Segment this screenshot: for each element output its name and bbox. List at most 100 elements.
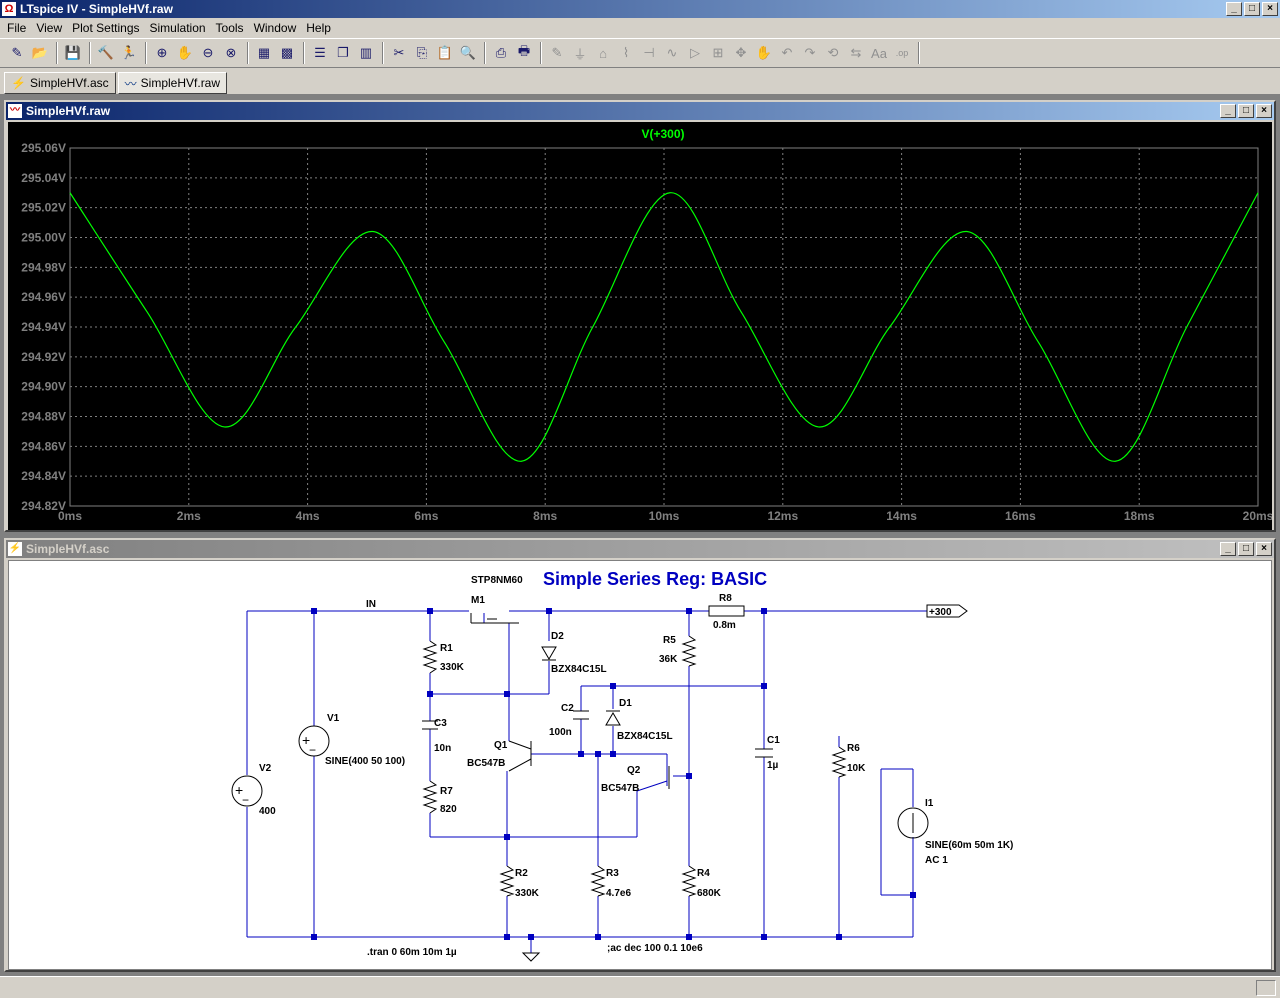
tab-schematic[interactable]: ⚡ SimpleHVf.asc bbox=[4, 72, 116, 94]
y-tick-label: 295.06V bbox=[21, 141, 66, 155]
pan-icon[interactable]: ✋ bbox=[176, 45, 194, 60]
mirror-icon[interactable]: ⇆ bbox=[850, 45, 862, 60]
minimize-button[interactable]: _ bbox=[1220, 542, 1236, 556]
undo-icon[interactable]: ↶ bbox=[781, 45, 793, 60]
c1-value: 1µ bbox=[767, 760, 779, 771]
d2-model: BZX84C15L bbox=[551, 664, 607, 675]
wire-icon[interactable]: ✎ bbox=[551, 45, 563, 60]
x-tick-label: 14ms bbox=[886, 509, 917, 523]
svg-text:−: − bbox=[309, 743, 316, 757]
copy-icon[interactable]: ⎘ bbox=[416, 45, 428, 60]
spice-directive-icon[interactable]: .op bbox=[895, 48, 909, 58]
cascade-icon[interactable]: ❐ bbox=[337, 45, 349, 60]
tile-horizontal-icon[interactable]: ☰ bbox=[314, 45, 326, 60]
close-button[interactable]: × bbox=[1256, 542, 1272, 556]
schematic-window-titlebar[interactable]: ⚡ SimpleHVf.asc _ □ × bbox=[6, 540, 1274, 558]
d1-model: BZX84C15L bbox=[617, 731, 673, 742]
inductor-icon[interactable]: ∿ bbox=[666, 45, 678, 60]
m1-model: STP8NM60 bbox=[471, 575, 523, 586]
d1-name: D1 bbox=[619, 698, 632, 709]
redo-icon[interactable]: ↷ bbox=[804, 45, 816, 60]
cut-icon[interactable]: ✂ bbox=[393, 45, 405, 60]
find-icon[interactable]: 🔍 bbox=[459, 45, 477, 60]
v1-value: SINE(400 50 100) bbox=[325, 756, 405, 767]
components bbox=[231, 604, 968, 962]
minimize-button[interactable]: _ bbox=[1226, 2, 1242, 16]
r7-name: R7 bbox=[440, 786, 453, 797]
drag-icon[interactable]: ✋ bbox=[755, 45, 773, 60]
menu-plot-settings[interactable]: Plot Settings bbox=[72, 21, 140, 35]
ground-icon[interactable]: ⏚ bbox=[573, 46, 587, 62]
r3-value: 4.7e6 bbox=[606, 888, 631, 899]
x-tick-label: 18ms bbox=[1124, 509, 1155, 523]
r1-name: R1 bbox=[440, 643, 453, 654]
paste-icon[interactable]: 📋 bbox=[436, 45, 454, 60]
resistor-icon[interactable]: ⌇ bbox=[622, 45, 630, 60]
autorange-icon[interactable]: ▦ bbox=[257, 45, 271, 60]
diode-icon[interactable]: ▷ bbox=[690, 45, 700, 60]
save-icon[interactable]: 💾 bbox=[64, 45, 82, 60]
y-tick-label: 294.90V bbox=[21, 380, 66, 394]
menu-file[interactable]: File bbox=[7, 21, 27, 35]
maximize-button[interactable]: □ bbox=[1244, 2, 1260, 16]
run-icon[interactable]: 🏃 bbox=[120, 45, 138, 60]
print-icon[interactable]: 🖶 bbox=[517, 43, 531, 58]
c2-value: 100n bbox=[549, 727, 572, 738]
print-preview-icon[interactable]: ⎙ bbox=[495, 45, 507, 60]
schematic-drawing[interactable]: + + − − Simple Ser bbox=[9, 561, 1271, 969]
capacitor-icon[interactable]: ⊣ bbox=[643, 45, 655, 60]
x-tick-label: 20ms bbox=[1243, 509, 1272, 523]
c3-name: C3 bbox=[434, 718, 447, 729]
close-button[interactable]: × bbox=[1262, 2, 1278, 16]
tab-waveform[interactable]: 〰 SimpleHVf.raw bbox=[117, 72, 228, 94]
text-icon[interactable]: Aa bbox=[871, 45, 887, 61]
c3-value: 10n bbox=[434, 743, 451, 754]
rotate-icon[interactable]: ⟲ bbox=[827, 45, 839, 60]
menu-tools[interactable]: Tools bbox=[215, 21, 244, 35]
i1-value: SINE(60m 50m 1K) bbox=[925, 840, 1013, 851]
control-panel-icon[interactable]: 🔨 bbox=[97, 45, 115, 60]
series-line-v300[interactable] bbox=[69, 192, 1259, 462]
menu-help[interactable]: Help bbox=[306, 21, 331, 35]
y-tick-label: 295.04V bbox=[21, 171, 66, 185]
y-tick-label: 294.82V bbox=[21, 499, 66, 513]
v1-name: V1 bbox=[327, 713, 340, 724]
restore-button[interactable]: □ bbox=[1238, 104, 1254, 118]
tab-label: SimpleHVf.asc bbox=[29, 76, 109, 90]
menu-simulation[interactable]: Simulation bbox=[149, 21, 206, 35]
tile-vertical-icon[interactable]: ▥ bbox=[359, 45, 373, 60]
move-icon[interactable]: ✥ bbox=[735, 45, 747, 60]
wires bbox=[246, 610, 927, 953]
restore-button[interactable]: □ bbox=[1238, 542, 1254, 556]
minimize-button[interactable]: _ bbox=[1220, 104, 1236, 118]
x-tick-label: 0ms bbox=[58, 509, 82, 523]
r2-value: 330K bbox=[515, 888, 540, 899]
status-bar bbox=[0, 976, 1280, 998]
plot-frame bbox=[69, 147, 1259, 507]
y-tick-label: 294.84V bbox=[21, 469, 66, 483]
app-title: LTspice IV - SimpleHVf.raw bbox=[20, 2, 173, 16]
label-icon[interactable]: ⌂ bbox=[599, 45, 607, 61]
tran-directive: .tran 0 60m 10m 1µ bbox=[367, 947, 457, 958]
document-tabs: ⚡ SimpleHVf.asc 〰 SimpleHVf.raw bbox=[0, 68, 1280, 94]
new-schematic-icon[interactable]: ✎ bbox=[11, 45, 23, 60]
zoom-in-icon[interactable]: ⊕ bbox=[156, 45, 168, 60]
menu-window[interactable]: Window bbox=[253, 21, 297, 35]
toolbar-separator bbox=[247, 42, 249, 64]
waveform-window-titlebar[interactable]: 〰 SimpleHVf.raw _ □ × bbox=[6, 102, 1274, 120]
schematic-canvas[interactable]: + + − − Simple Ser bbox=[8, 560, 1272, 970]
open-icon[interactable]: 📂 bbox=[31, 45, 49, 60]
zoom-out-icon[interactable]: ⊖ bbox=[202, 45, 214, 60]
trace-label[interactable]: V(+300) bbox=[641, 127, 684, 141]
menu-view[interactable]: View bbox=[36, 21, 63, 35]
y-tick-label: 294.98V bbox=[21, 260, 66, 274]
component-icon[interactable]: ⊞ bbox=[712, 45, 724, 60]
m1-name: M1 bbox=[471, 595, 485, 606]
fit-icon[interactable]: ▩ bbox=[280, 45, 294, 60]
i1-name: I1 bbox=[925, 798, 934, 809]
zoom-cancel-icon[interactable]: ⊗ bbox=[225, 45, 237, 60]
close-button[interactable]: × bbox=[1256, 104, 1272, 118]
x-tick-label: 4ms bbox=[296, 509, 320, 523]
